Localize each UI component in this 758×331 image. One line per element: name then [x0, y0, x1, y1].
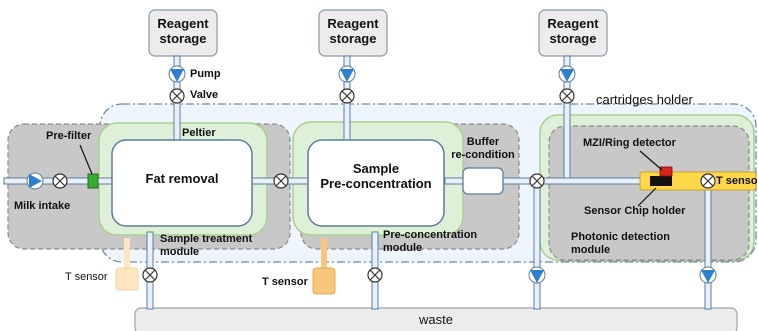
valve-icon: [339, 88, 355, 104]
reagent-storage-box-1: [148, 9, 218, 57]
prefilter-leader: [79, 144, 93, 175]
valve-icon: [529, 173, 545, 189]
waste-label: waste: [419, 312, 453, 327]
t-sensor-mid-probe: [321, 238, 327, 270]
valve-icon: [52, 173, 68, 189]
sensor-chip: [650, 176, 672, 186]
reagent-storage-box-2: [318, 9, 388, 57]
pump-icon: [338, 65, 356, 83]
module2-line2: module: [383, 241, 423, 254]
module1-line1: Sample treatment: [160, 233, 253, 245]
fat-removal-label: Fat removal: [145, 171, 219, 186]
intake-pump-icon: [26, 172, 44, 190]
t-sensor-left-probe: [124, 238, 130, 270]
module3-line1: Photonic detection: [571, 231, 670, 243]
pump-label: Pump: [190, 68, 221, 80]
sample-line1: Sample: [352, 161, 400, 176]
photonic-detection-inner: [548, 125, 750, 261]
mzi-ring-detector: [659, 166, 673, 177]
buffer-line1: Buffer: [466, 136, 500, 148]
chip-holder-leader: [637, 187, 657, 207]
module2-line1: Pre-concentration: [383, 229, 478, 241]
waste-pipe-4: [704, 182, 712, 310]
reagent-storage-line2: storage: [159, 30, 207, 46]
milk-intake-label: Milk intake: [14, 200, 71, 212]
valve-icon: [700, 173, 716, 189]
valve-label: Valve: [190, 89, 219, 101]
peltier-label: Peltier: [182, 127, 216, 139]
reagent-storage-box-3: [538, 9, 608, 57]
module3-line2: module: [571, 243, 611, 256]
reagent-storage-line1: Reagent: [547, 16, 599, 31]
t-sensor-left-icon: [115, 267, 139, 291]
waste-container: [134, 307, 738, 331]
valve-icon: [559, 88, 575, 104]
valve-icon: [142, 267, 158, 283]
main-flow-pipe-3: [444, 177, 464, 185]
t-sensor-mid-label: T sensor: [262, 276, 308, 288]
pump-icon: [168, 65, 186, 83]
waste-pipe-3: [533, 182, 541, 310]
buffer-line2: re-condition: [451, 148, 515, 161]
sample-preconcentration-chamber: [307, 139, 445, 227]
reagent-storage-line2: storage: [329, 30, 377, 46]
valve-icon: [273, 173, 289, 189]
mzi-leader: [639, 150, 663, 171]
reagent-storage-line2: storage: [549, 30, 597, 46]
waste-pump-icon: [699, 266, 717, 284]
t-sensor-right-label: T senso: [716, 175, 758, 187]
mzi-ring-detector-label: MZI/Ring detector: [583, 137, 676, 149]
fat-removal-chamber: [111, 139, 253, 227]
valve-icon: [367, 267, 383, 283]
sample-line2: Pre-concentration: [320, 175, 432, 191]
buffer-recondition-chamber: [462, 167, 504, 195]
prefilter-label: Pre-filter: [46, 130, 92, 142]
valve-icon: [169, 88, 185, 104]
reagent-storage-line1: Reagent: [157, 16, 209, 31]
prefilter-icon: [87, 173, 99, 189]
t-sensor-mid-icon: [312, 267, 336, 295]
reagent-storage-line1: Reagent: [327, 16, 379, 31]
module1-line2: module: [160, 245, 200, 258]
waste-pump-icon: [528, 266, 546, 284]
t-sensor-left-label: T sensor: [65, 271, 108, 283]
pump-icon: [558, 65, 576, 83]
cartridges-holder-label: cartridges holder: [596, 92, 693, 107]
sensor-chip-holder-label: Sensor Chip holder: [584, 205, 686, 217]
